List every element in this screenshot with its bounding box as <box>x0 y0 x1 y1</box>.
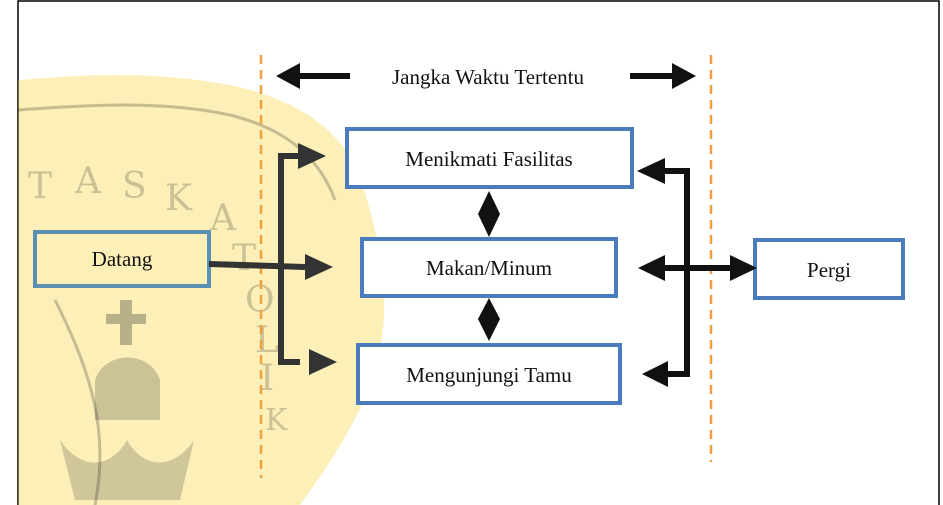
watermark-inner-arc <box>53 299 102 505</box>
watermark-outline-arc <box>17 103 337 201</box>
time-span-right-arrow <box>630 63 696 89</box>
node-label: Mengunjungi Tamu <box>406 363 572 387</box>
arrow-datang-to-activities <box>208 143 337 375</box>
watermark-cross-icon <box>106 300 146 345</box>
node-pergi: Pergi <box>753 238 905 300</box>
node-label: Menikmati Fasilitas <box>405 147 572 171</box>
node-label: Datang <box>92 247 153 271</box>
node-label: Makan/Minum <box>426 256 552 280</box>
node-datang: Datang <box>33 230 211 288</box>
watermark-letter: A <box>209 198 237 239</box>
watermark-letter: L <box>255 320 279 361</box>
watermark-letter: T <box>28 166 52 207</box>
time-span-left-arrow <box>276 63 350 89</box>
diamond-connector-top <box>478 191 500 237</box>
diamond-connector-bottom <box>478 298 500 341</box>
node-makan-minum: Makan/Minum <box>360 237 618 298</box>
outer-border <box>17 0 940 505</box>
watermark-yellow-band <box>18 75 385 505</box>
watermark-letter: K <box>265 403 288 438</box>
node-menikmati-fasilitas: Menikmati Fasilitas <box>345 127 634 189</box>
node-mengunjungi-tamu: Mengunjungi Tamu <box>356 343 622 405</box>
watermark-letter: K <box>165 178 193 219</box>
watermark-letter: T <box>232 238 256 279</box>
watermark-letter: I <box>260 358 274 399</box>
time-span-label: Jangka Waktu Tertentu <box>392 65 585 89</box>
watermark-letter: A <box>74 161 102 202</box>
arrow-activities-to-pergi <box>637 158 757 387</box>
node-label: Pergi <box>807 258 851 282</box>
watermark-flower-icon <box>60 440 194 500</box>
watermark-seal: T A S K A T O L I K <box>17 75 385 505</box>
watermark-church-icon <box>95 357 160 420</box>
watermark-letter: S <box>122 166 147 207</box>
